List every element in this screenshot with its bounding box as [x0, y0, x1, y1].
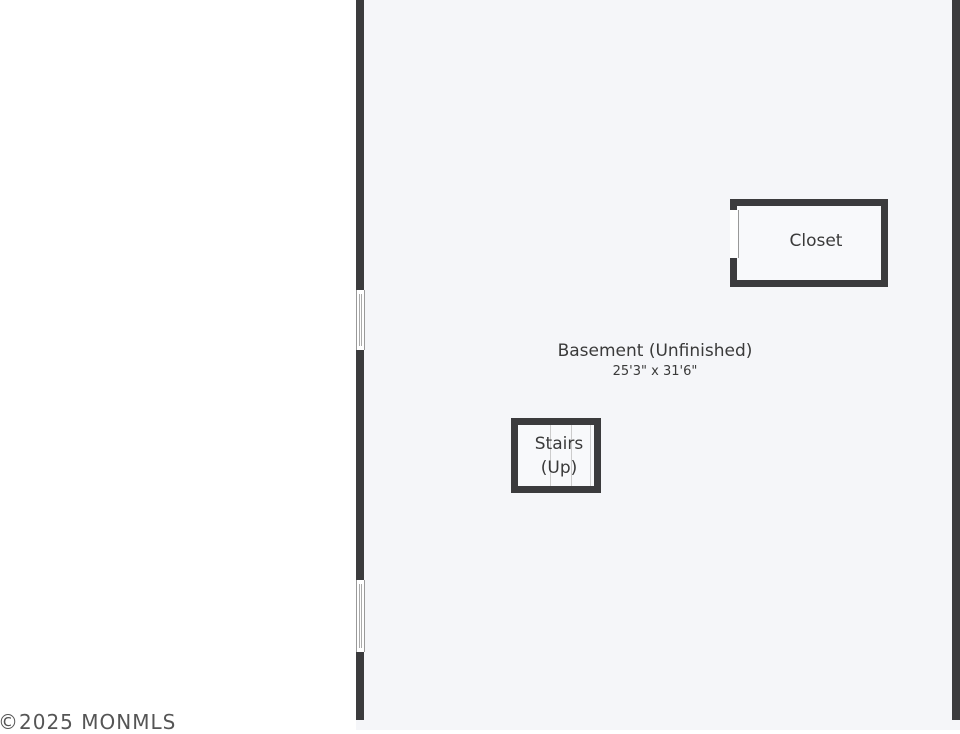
- window-upper: [356, 290, 365, 350]
- room-name: Basement (Unfinished): [557, 341, 753, 361]
- stair-treads: [570, 425, 591, 486]
- closet-label: Closet: [789, 231, 843, 251]
- stairs-label-line2: (Up): [540, 458, 578, 478]
- closet: [730, 199, 888, 287]
- room-dimensions: 25'3" x 31'6": [612, 364, 698, 379]
- basement-floor: [356, 0, 960, 730]
- stairs-label-line1: Stairs: [534, 434, 584, 454]
- stair-treads: [550, 425, 572, 486]
- copyright-watermark: ©2025 MONMLS: [0, 710, 177, 734]
- stairs: [511, 418, 601, 493]
- left-wall: [356, 0, 364, 720]
- right-wall: [952, 0, 960, 720]
- window-lower: [356, 580, 365, 652]
- closet-door-opening: [730, 210, 739, 258]
- stairs-label: Stairs (Up): [516, 432, 602, 480]
